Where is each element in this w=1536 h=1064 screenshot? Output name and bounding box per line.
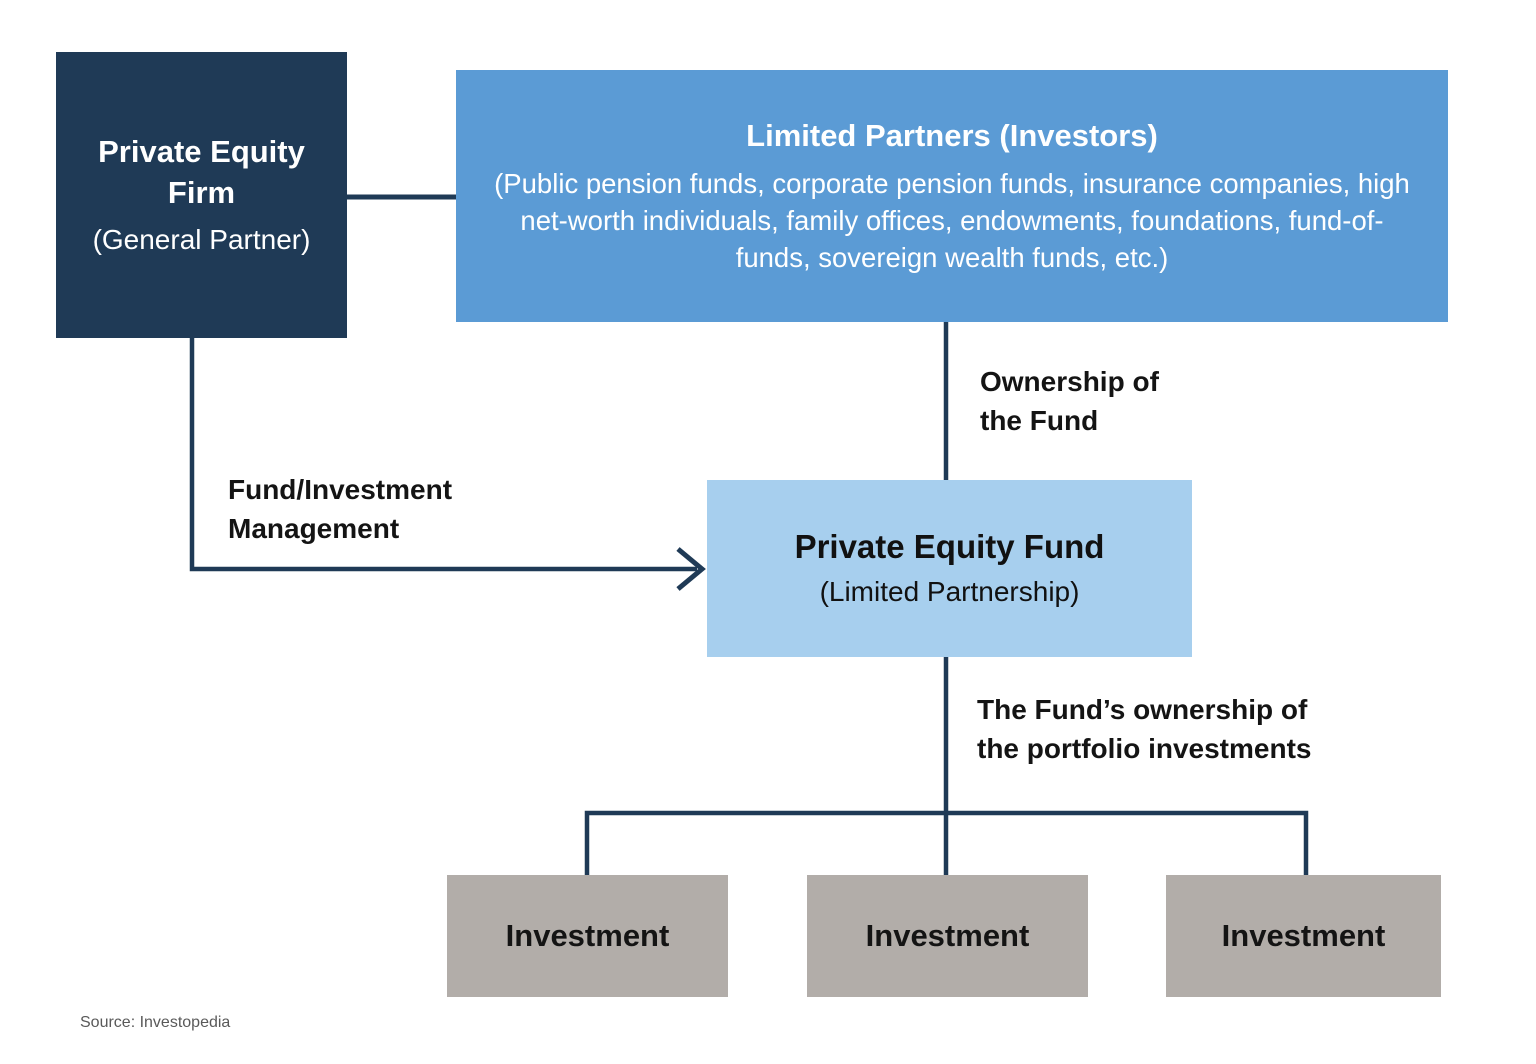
node-limited-partners: Limited Partners (Investors) (Public pen…: [456, 70, 1448, 322]
firm-title: Private Equity Firm: [98, 133, 305, 210]
investment-label: Investment: [505, 918, 670, 953]
limited-partners-body: (Public pension funds, corporate pension…: [494, 167, 1410, 273]
node-private-equity-fund: Private Equity Fund (Limited Partnership…: [707, 480, 1192, 657]
node-private-equity-firm: Private Equity Firm (General Partner): [56, 52, 347, 338]
arrowhead-icon: [676, 547, 706, 591]
label-fund-investment-management: Fund/Investment Management: [228, 474, 453, 545]
limited-partners-title: Limited Partners (Investors): [746, 117, 1158, 153]
fund-subtitle: (Limited Partnership): [819, 576, 1080, 608]
firm-subtitle: (General Partner): [92, 223, 311, 255]
node-investment-2: Investment: [807, 875, 1088, 997]
fund-title: Private Equity Fund: [794, 528, 1105, 566]
investment-label: Investment: [865, 918, 1030, 953]
label-ownership-of-the-fund: Ownership of the Fund: [980, 366, 1159, 437]
node-investment-1: Investment: [447, 875, 728, 997]
node-investment-3: Investment: [1166, 875, 1441, 997]
connector-branch-rail: [584, 810, 1309, 875]
source-attribution: Source: Investopedia: [80, 1014, 231, 1031]
label-fund-ownership-of-portfolio: The Fund’s ownership of the portfolio in…: [977, 694, 1312, 765]
investment-label: Investment: [1221, 918, 1386, 953]
